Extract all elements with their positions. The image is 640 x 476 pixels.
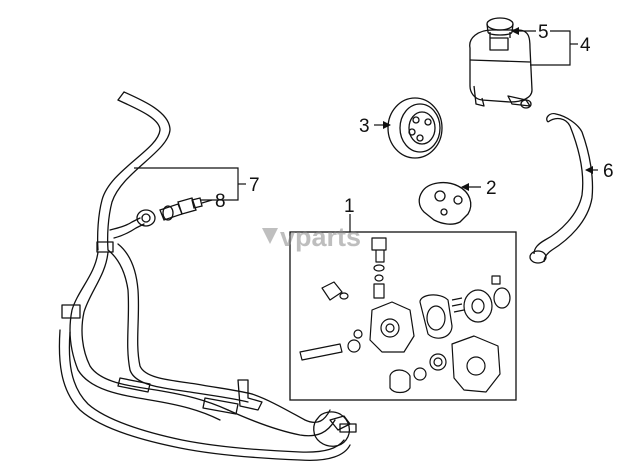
callout-labels: 1 2 3 4 5 6 7 8: [215, 22, 614, 217]
watermark-text: vparts: [280, 222, 361, 252]
callout-8: 8: [215, 191, 226, 212]
pump-bracket: [418, 181, 472, 225]
callout-2: 2: [486, 178, 497, 199]
pump-kit-box: [289, 231, 517, 401]
callout-6: 6: [603, 161, 614, 182]
callout-3: 3: [359, 116, 370, 137]
return-hose: [529, 112, 594, 264]
callout-1: 1: [344, 196, 355, 217]
callout-7: 7: [249, 175, 260, 196]
pulley: [387, 97, 443, 159]
callout-5: 5: [538, 22, 549, 43]
hose-assembly: [58, 91, 357, 461]
hose-fitting-8: [159, 197, 203, 221]
vparts-logo-icon: [262, 228, 278, 244]
leader-lines: [134, 27, 598, 232]
vparts-watermark: vparts: [262, 222, 361, 252]
callout-4: 4: [580, 35, 591, 56]
pump-kit-parts: [299, 237, 511, 394]
